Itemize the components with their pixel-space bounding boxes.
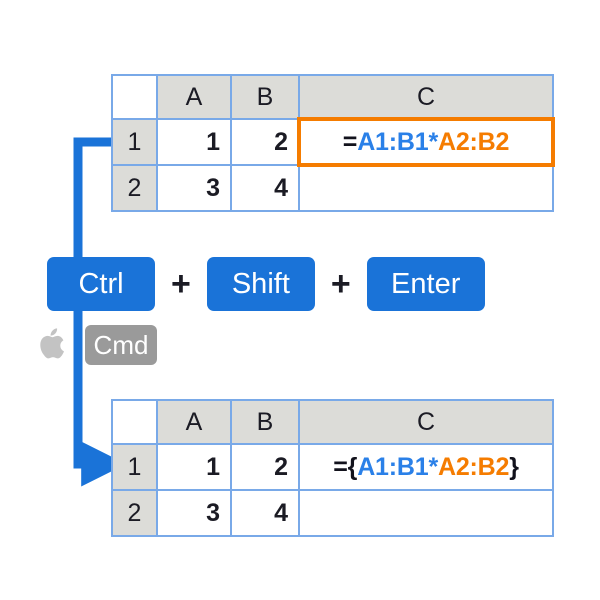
column-header-a[interactable]: A: [158, 401, 230, 443]
cell-b2[interactable]: 4: [232, 166, 298, 210]
cell-b1[interactable]: 2: [232, 120, 298, 164]
cell-c1-formula[interactable]: =A1:B1*A2:B2: [297, 117, 555, 167]
formula-token-3: A2:B2: [437, 452, 510, 481]
column-header-a[interactable]: A: [158, 76, 230, 118]
sheet-corner-cell[interactable]: [113, 76, 156, 118]
table-header-row: A B C: [113, 401, 552, 443]
cell-c2-empty[interactable]: [300, 166, 552, 210]
key-enter[interactable]: Enter: [366, 257, 485, 311]
plus-separator-2: +: [330, 265, 351, 303]
row-header-2[interactable]: 2: [113, 491, 156, 535]
row-header-1[interactable]: 1: [113, 445, 156, 489]
row-header-1[interactable]: 1: [113, 120, 156, 164]
table-row: 1 1 2 =A1:B1*A2:B2: [113, 117, 555, 167]
sheet-corner-cell[interactable]: [113, 401, 156, 443]
cell-a2[interactable]: 3: [158, 166, 230, 210]
table-header-row: A B C: [113, 76, 552, 118]
column-header-c[interactable]: C: [300, 401, 552, 443]
key-cmd[interactable]: Cmd: [85, 325, 157, 365]
column-header-c[interactable]: C: [300, 76, 552, 118]
formula-token-0: =: [342, 127, 358, 156]
table-row: 2 3 4: [113, 166, 552, 210]
cell-a1[interactable]: 1: [158, 120, 230, 164]
formula-token-1: A1:B1: [357, 127, 429, 156]
table-row: 2 3 4: [113, 491, 552, 535]
table-row: 1 1 2 ={A1:B1*A2:B2}: [113, 445, 552, 489]
column-header-b[interactable]: B: [232, 401, 298, 443]
key-ctrl[interactable]: Ctrl: [47, 257, 155, 311]
plus-separator-1: +: [171, 265, 191, 303]
formula-token-2: *: [428, 452, 438, 481]
formula-token-4: }: [509, 452, 519, 481]
mac-alternative-row: Cmd: [40, 325, 157, 365]
formula-token-1: A1:B1: [357, 452, 429, 481]
formula-token-3: A2:B2: [437, 127, 510, 156]
shortcut-key-sequence: Ctrl + Shift + Enter: [47, 257, 485, 311]
apple-logo-icon: [40, 328, 64, 359]
column-header-b[interactable]: B: [232, 76, 298, 118]
formula-token-2: *: [428, 127, 438, 156]
cell-c1-formula[interactable]: ={A1:B1*A2:B2}: [300, 445, 552, 489]
cell-b1[interactable]: 2: [232, 445, 298, 489]
row-header-2[interactable]: 2: [113, 166, 156, 210]
cell-c2-empty[interactable]: [300, 491, 552, 535]
cell-a1[interactable]: 1: [158, 445, 230, 489]
before-array-formula-table: A B C 1 1 2 =A1:B1*A2:B2 2 3 4: [111, 74, 555, 212]
formula-token-0: ={: [333, 452, 358, 481]
after-array-formula-table: A B C 1 1 2 ={A1:B1*A2:B2} 2 3 4: [111, 399, 554, 537]
key-shift[interactable]: Shift: [206, 257, 315, 311]
cell-a2[interactable]: 3: [158, 491, 230, 535]
cell-b2[interactable]: 4: [232, 491, 298, 535]
